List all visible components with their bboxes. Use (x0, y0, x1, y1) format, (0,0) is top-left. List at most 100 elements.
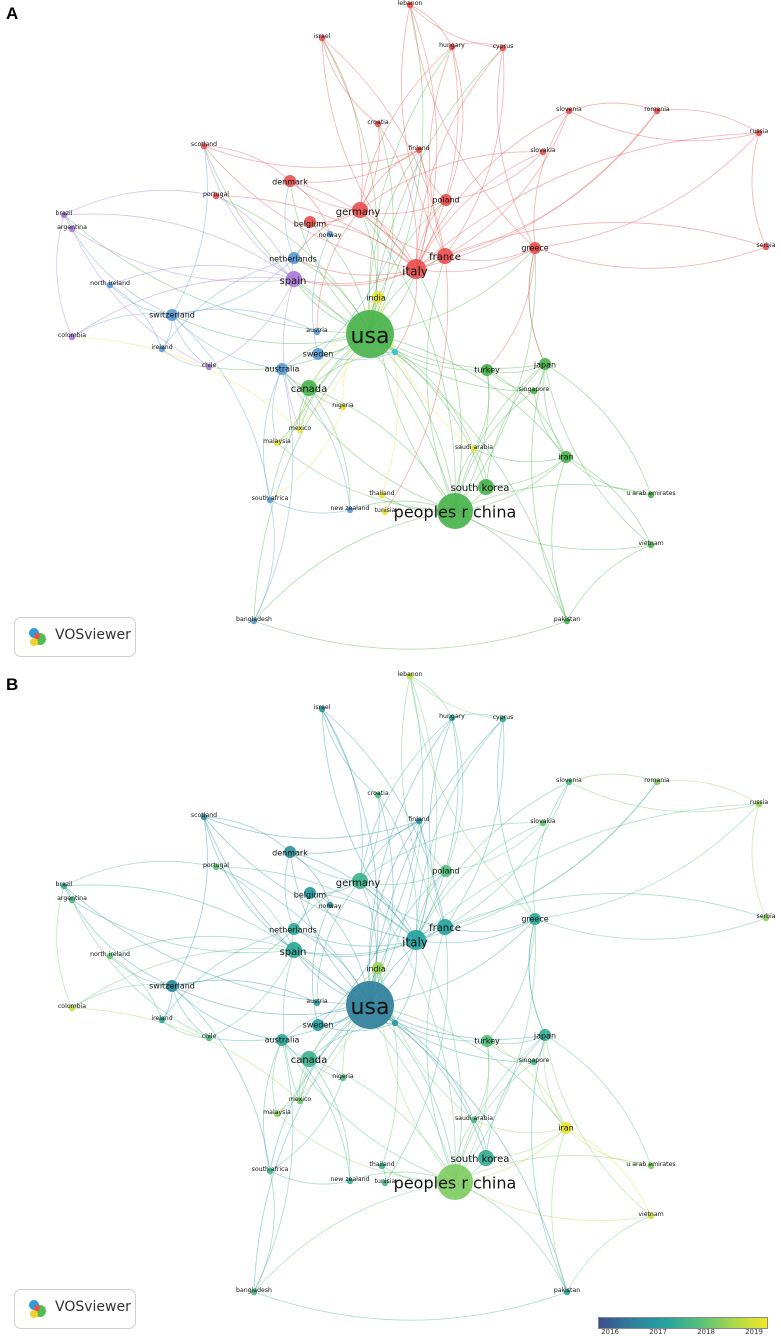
node-cyprus[interactable] (499, 715, 507, 723)
node-label[interactable]: spain (280, 276, 307, 287)
node-india[interactable] (372, 291, 384, 303)
node-turkey[interactable] (481, 1035, 493, 1047)
node-ireland[interactable] (158, 345, 166, 353)
node-label[interactable]: norway (319, 903, 342, 910)
node-label[interactable]: ireland (151, 1015, 172, 1022)
node-label[interactable]: argentina (57, 895, 87, 902)
node-u-arab-emirates[interactable] (647, 1162, 655, 1170)
node-label[interactable]: iran (558, 1124, 573, 1133)
node-label[interactable]: belgium (294, 220, 327, 229)
node-label[interactable]: south africa (252, 1166, 289, 1173)
node-israel[interactable] (318, 34, 326, 42)
node-nigeria[interactable] (339, 1074, 347, 1082)
node-denmark[interactable] (284, 175, 296, 187)
node-malaysia[interactable] (273, 439, 281, 447)
node-label[interactable]: singapore (519, 1057, 550, 1064)
node-greece[interactable] (529, 913, 541, 925)
node-label[interactable]: slovakia (530, 818, 555, 825)
node-finland[interactable] (415, 146, 423, 154)
node-croatia[interactable] (374, 120, 382, 128)
node-bangladesh[interactable] (250, 617, 258, 625)
node-label[interactable]: finland (408, 816, 429, 823)
node-label[interactable]: saudi arabia (455, 444, 493, 451)
node-slovakia[interactable] (539, 148, 547, 156)
node-label[interactable]: u arab emirates (626, 1161, 675, 1168)
node-label[interactable]: switzerland (149, 982, 195, 991)
node-label[interactable]: pakistan (554, 1287, 580, 1294)
node-label[interactable]: turkey (474, 1037, 500, 1046)
node-japan[interactable] (539, 358, 551, 370)
node-austria[interactable] (313, 999, 321, 1007)
node-label[interactable]: portugal (203, 862, 229, 869)
node-tunisia[interactable] (381, 1179, 389, 1187)
node-usa[interactable] (346, 981, 394, 1029)
node-slovenia[interactable] (565, 107, 573, 115)
node-hungary[interactable] (448, 714, 456, 722)
node-japan[interactable] (539, 1029, 551, 1041)
node-scotland[interactable] (200, 142, 208, 150)
node-norway[interactable] (326, 901, 334, 909)
node-scotland[interactable] (200, 813, 208, 821)
node-serbia[interactable] (762, 914, 770, 922)
node-france[interactable] (437, 248, 453, 264)
node-brazil[interactable] (60, 211, 68, 219)
node-north-ireland[interactable] (106, 952, 114, 960)
node-label[interactable]: spain (280, 947, 307, 958)
node-australia[interactable] (276, 363, 288, 375)
node-slovakia[interactable] (539, 819, 547, 827)
node-label[interactable]: austria (306, 998, 328, 1005)
node-poland[interactable] (440, 194, 452, 206)
node-thailand[interactable] (378, 1162, 386, 1170)
node-label[interactable]: scotland (191, 141, 217, 148)
node-label[interactable]: vietnam (638, 1211, 663, 1218)
node-malaysia[interactable] (273, 1110, 281, 1118)
node-label[interactable]: denmark (272, 178, 308, 187)
node-label[interactable]: usa (351, 324, 390, 349)
node-label[interactable]: sweden (303, 1021, 334, 1030)
node-label[interactable]: u arab emirates (626, 490, 675, 497)
node-label[interactable]: tunisia (375, 507, 396, 514)
node-label[interactable]: germany (336, 207, 381, 218)
node-label[interactable]: hungary (439, 42, 465, 49)
node-belgium[interactable] (304, 887, 316, 899)
node-label[interactable]: france (429, 923, 461, 934)
node-label[interactable]: germany (336, 878, 381, 889)
node-label[interactable]: serbia (756, 242, 775, 249)
node-brazil[interactable] (60, 882, 68, 890)
node-label[interactable]: russia (750, 128, 769, 135)
node-label[interactable]: chile (202, 362, 217, 369)
node-germany[interactable] (352, 873, 368, 889)
node-label[interactable]: austria (306, 327, 328, 334)
node-sweden[interactable] (312, 1019, 324, 1031)
node-russia[interactable] (755, 800, 763, 808)
node-label[interactable]: netherlands (269, 255, 317, 264)
node-thailand[interactable] (378, 491, 386, 499)
node-turkey[interactable] (481, 364, 493, 376)
node-label[interactable]: mexico (289, 425, 312, 432)
node-new-zealand[interactable] (346, 506, 354, 514)
node-australia[interactable] (276, 1034, 288, 1046)
node-label[interactable]: croatia (367, 790, 389, 797)
node-label[interactable]: finland (408, 145, 429, 152)
node-label[interactable]: turkey (474, 366, 500, 375)
node-label[interactable]: malaysia (263, 1109, 291, 1116)
node-label[interactable]: new zealand (331, 505, 370, 512)
node-denmark[interactable] (284, 846, 296, 858)
node-south-africa[interactable] (266, 1167, 274, 1175)
node-label[interactable]: saudi arabia (455, 1115, 493, 1122)
vosviewer-badge-b[interactable]: VOSviewer (14, 1289, 136, 1329)
node-label[interactable]: sweden (303, 350, 334, 359)
node-label[interactable]: greece (521, 244, 548, 253)
node-label[interactable]: ireland (151, 344, 172, 351)
node-tunisia[interactable] (381, 508, 389, 516)
node-label[interactable]: romania (644, 106, 670, 113)
node-iran[interactable] (560, 451, 572, 463)
node-label[interactable]: hungary (439, 713, 465, 720)
node-label[interactable]: bangladesh (236, 1287, 272, 1294)
node-label[interactable]: argentina (57, 224, 87, 231)
node-russia[interactable] (755, 129, 763, 137)
node-portugal[interactable] (212, 863, 220, 871)
node-label[interactable]: peoples r china (394, 503, 517, 522)
node-label[interactable]: thailand (369, 490, 394, 497)
